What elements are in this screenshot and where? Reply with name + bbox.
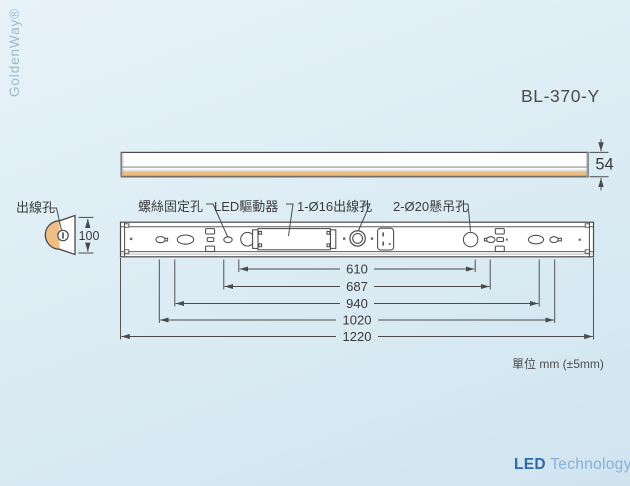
- led-driver-box: [252, 228, 337, 251]
- screw-hole: [206, 237, 215, 243]
- front-view-holes: [129, 227, 581, 253]
- end-view: [44, 214, 76, 256]
- end-view-diffuser: [45, 220, 60, 250]
- label-hanging-20: 2-Ø20懸吊孔: [393, 199, 468, 214]
- dimension-100: 100: [78, 216, 100, 254]
- model-title: BL-370-Y: [521, 86, 600, 106]
- screw-hole: [494, 245, 505, 253]
- screw-hole: [205, 245, 216, 253]
- dimension-54: 54: [589, 139, 614, 191]
- dim-side-height: 54: [595, 156, 613, 174]
- dim-end-height: 100: [79, 229, 100, 243]
- dim-length-610: 610: [346, 262, 368, 277]
- dim-length-687: 687: [346, 279, 368, 294]
- callouts: 出線孔 螺絲固定孔 LED驅動器 1-Ø16出線孔 2-Ø20懸吊孔: [16, 199, 471, 237]
- label-outlet-16: 1-Ø16出線孔: [297, 199, 372, 214]
- logo-technology: Technology: [550, 456, 630, 473]
- label-screw-fix: 螺絲固定孔: [138, 199, 203, 214]
- length-dimensions: 610 687 940 1020 1220: [120, 258, 594, 344]
- units-note: 單位 mm (±5mm): [512, 357, 604, 371]
- leader-led-driver: [286, 203, 294, 237]
- label-end-outlet: 出線孔: [16, 200, 55, 215]
- screw-hole: [494, 228, 505, 235]
- front-view: [119, 221, 595, 258]
- dim-length-1020: 1020: [343, 313, 372, 328]
- screw-hole: [205, 228, 216, 235]
- led-strip: [121, 171, 588, 176]
- screw-fix-slot: [223, 236, 233, 244]
- leader-screw-fix: [206, 203, 228, 237]
- leader-outlet-16: [358, 203, 371, 231]
- leader-end-outlet: [49, 207, 62, 231]
- logo-led: LED: [514, 456, 546, 473]
- logo-text: LED Technology: [514, 456, 630, 474]
- dim-length-940: 940: [346, 296, 368, 311]
- screw-hole: [496, 237, 505, 243]
- label-led-driver: LED驅動器: [214, 199, 278, 214]
- dim-length-1220: 1220: [343, 329, 372, 344]
- junction-box: [377, 227, 395, 251]
- hanging-hole-20: [462, 231, 479, 248]
- leader-hanging-20: [461, 203, 471, 232]
- side-view: [120, 151, 589, 178]
